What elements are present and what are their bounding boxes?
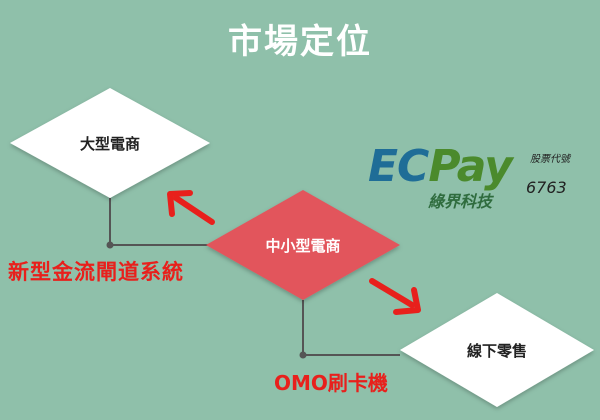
arrow-up-left: [167, 190, 215, 225]
ecpay-stock-label: 股票代號: [530, 154, 570, 165]
diamond-center-ecommerce: [206, 190, 400, 300]
label-payment-gateway: 新型金流閘道系統: [8, 260, 184, 284]
page-title: 市場定位: [228, 22, 372, 62]
node-label-offline-retail: 線下零售: [466, 342, 527, 360]
connector-dot-bottom: [299, 351, 307, 359]
diamond-offline-retail: [400, 293, 594, 407]
node-label-center-ecommerce: 中小型電商: [265, 237, 341, 255]
connector-center-to-offline: [302, 300, 400, 356]
ecpay-wordmark: ECPay: [368, 141, 513, 192]
connector-large-to-center: [109, 198, 210, 246]
node-label-large-ecommerce: 大型電商: [79, 135, 140, 153]
diamond-large-ecommerce: [10, 88, 210, 198]
ecpay-stock-code: 6763: [526, 178, 567, 197]
connector-dot-left: [106, 241, 114, 249]
arrow-down-right: [369, 278, 421, 315]
ecpay-pay-text: Pay: [428, 141, 512, 192]
ecpay-chinese-name: 綠界科技: [428, 192, 493, 211]
label-omo-card-machine: OMO刷卡機: [274, 371, 388, 395]
ecpay-ec-text: EC: [368, 141, 429, 192]
ecpay-logo: ECPay 綠界科技 股票代號 6763: [368, 142, 578, 212]
